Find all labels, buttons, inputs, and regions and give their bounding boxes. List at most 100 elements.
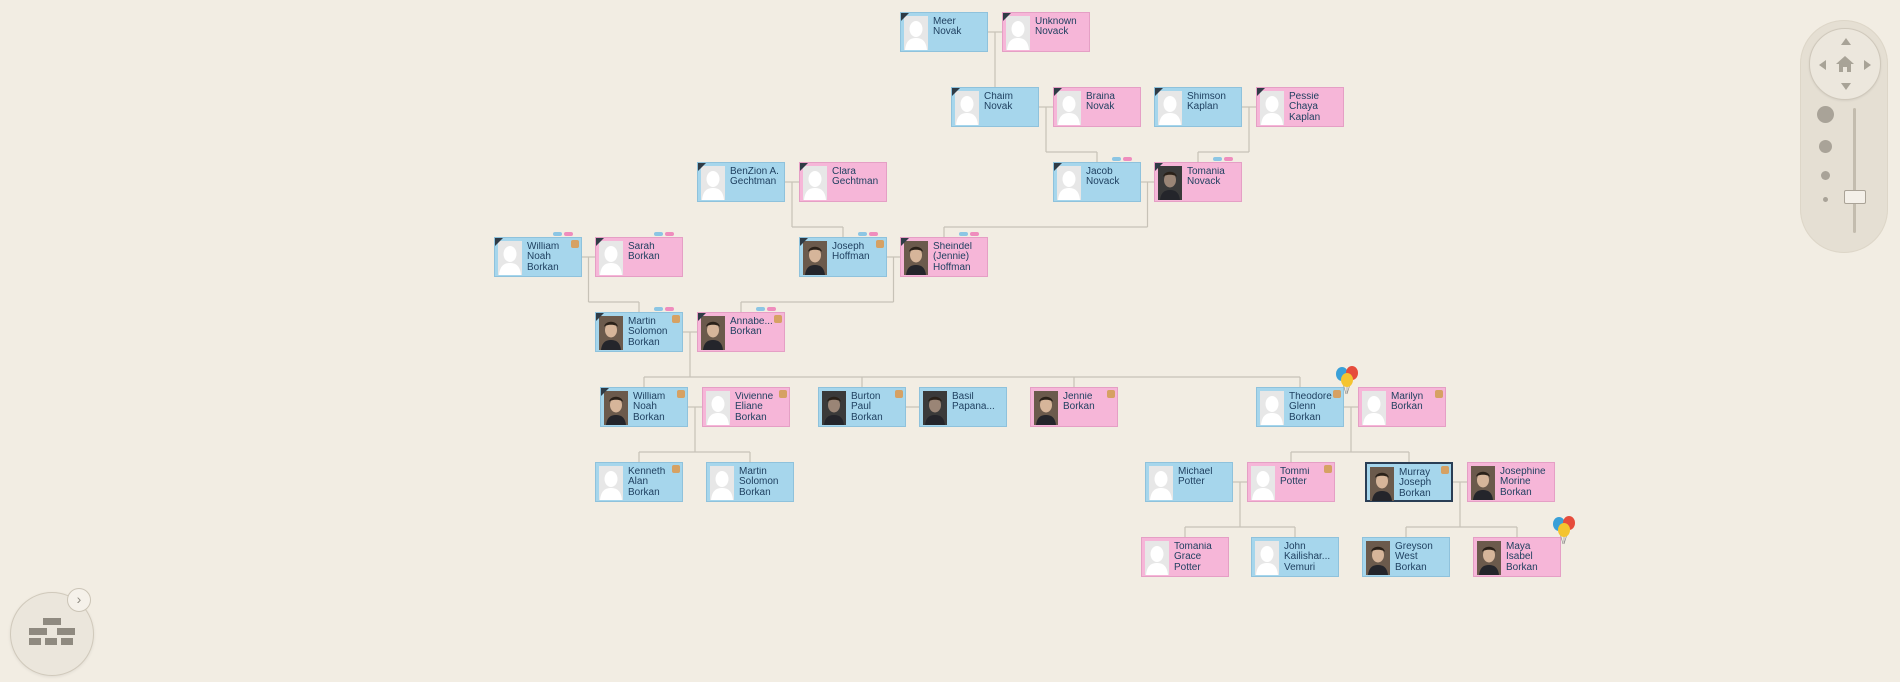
birthday-balloons-icon xyxy=(1336,366,1358,395)
person-card-p3[interactable]: Chaim Novak xyxy=(951,87,1039,127)
father-dot xyxy=(654,307,663,311)
records-badge-icon[interactable] xyxy=(895,390,903,398)
person-card-p12[interactable]: Sarah Borkan xyxy=(595,232,683,277)
parents-indicator-icon[interactable] xyxy=(654,232,676,237)
person-silhouette-icon xyxy=(1260,91,1284,125)
deceased-ribbon-icon xyxy=(1155,163,1163,171)
records-badge-icon[interactable] xyxy=(672,315,680,323)
zoom-level-medium[interactable] xyxy=(1821,171,1830,180)
person-card-p7[interactable]: BenZion A. Gechtman xyxy=(697,162,785,202)
records-badge-icon[interactable] xyxy=(571,240,579,248)
person-card-p33[interactable]: Maya Isabel Borkan xyxy=(1473,516,1575,577)
person-name: Joseph Hoffman xyxy=(832,242,870,263)
person-photo xyxy=(1370,467,1394,501)
person-name: Michael Potter xyxy=(1178,467,1213,488)
zoom-slider-track[interactable] xyxy=(1853,108,1856,233)
tree-layout-icon xyxy=(29,618,75,645)
person-card-p31[interactable]: John Kailishar... Vemuri xyxy=(1251,537,1339,577)
arrow-right-icon[interactable] xyxy=(1864,60,1871,70)
records-badge-icon[interactable] xyxy=(779,390,787,398)
person-card-p19[interactable]: Burton Paul Borkan xyxy=(818,387,906,427)
arrow-up-icon[interactable] xyxy=(1841,38,1851,45)
layout-toggle-button[interactable]: › xyxy=(67,588,91,612)
father-dot xyxy=(959,232,968,236)
person-name: Murray Joseph Borkan xyxy=(1399,468,1432,499)
person-card-p1[interactable]: Meer Novak xyxy=(900,12,988,52)
person-silhouette-icon xyxy=(904,16,928,50)
zoom-level-largest[interactable] xyxy=(1817,106,1834,123)
zoom-slider-thumb[interactable] xyxy=(1844,190,1866,204)
arrow-down-icon[interactable] xyxy=(1841,83,1851,90)
person-card-p6[interactable]: Pessie Chaya Kaplan xyxy=(1256,87,1344,127)
person-photo-frame xyxy=(1471,466,1495,500)
records-badge-icon[interactable] xyxy=(677,390,685,398)
person-card-p2[interactable]: Unknown Novack xyxy=(1002,12,1090,52)
parents-indicator-icon[interactable] xyxy=(959,232,981,237)
deceased-ribbon-icon xyxy=(495,238,503,246)
parents-indicator-icon[interactable] xyxy=(654,307,676,312)
person-silhouette-icon xyxy=(1149,466,1173,500)
person-card-p8[interactable]: Clara Gechtman xyxy=(799,162,887,202)
navigation-panel xyxy=(1800,20,1888,253)
zoom-level-large[interactable] xyxy=(1819,140,1832,153)
person-card-p17[interactable]: William Noah Borkan xyxy=(600,387,688,427)
person-card-p30[interactable]: Tomania Grace Potter xyxy=(1141,537,1229,577)
person-card-p9[interactable]: Jacob Novack xyxy=(1053,157,1141,202)
person-card-p26[interactable]: Michael Potter xyxy=(1145,462,1233,502)
records-badge-icon[interactable] xyxy=(1324,465,1332,473)
person-name: Burton Paul Borkan xyxy=(851,392,883,423)
parents-indicator-icon[interactable] xyxy=(1213,157,1235,162)
birthday-balloons xyxy=(1550,514,1578,548)
pan-control[interactable] xyxy=(1809,28,1881,100)
person-card-p24[interactable]: Kenneth Alan Borkan xyxy=(595,462,683,502)
records-badge-icon[interactable] xyxy=(1435,390,1443,398)
person-name: Martin Solomon Borkan xyxy=(739,467,779,498)
mother-dot xyxy=(869,232,878,236)
parents-indicator-icon[interactable] xyxy=(858,232,880,237)
parents-indicator-icon[interactable] xyxy=(1112,157,1134,162)
person-photo-frame xyxy=(599,241,623,275)
person-name: Annabe... Borkan xyxy=(730,317,773,338)
arrow-left-icon[interactable] xyxy=(1819,60,1826,70)
person-photo xyxy=(1366,541,1390,575)
person-name: Greyson West Borkan xyxy=(1395,542,1433,573)
person-photo-frame xyxy=(599,466,623,500)
records-badge-icon[interactable] xyxy=(1441,466,1449,474)
person-card-p21[interactable]: Jennie Borkan xyxy=(1030,387,1118,427)
person-card-p20[interactable]: Basil Papana... xyxy=(919,387,1007,427)
person-photo-frame xyxy=(701,166,725,200)
person-card-p4[interactable]: Braina Novak xyxy=(1053,87,1141,127)
person-card-p22[interactable]: Theodore Glenn Borkan xyxy=(1256,366,1358,427)
parents-indicator-icon[interactable] xyxy=(553,232,575,237)
deceased-ribbon-icon xyxy=(596,313,604,321)
person-card-p11[interactable]: William Noah Borkan xyxy=(494,232,582,277)
mother-dot xyxy=(767,307,776,311)
person-card-p16[interactable]: Annabe... Borkan xyxy=(697,307,785,352)
home-icon[interactable] xyxy=(1835,54,1855,74)
records-badge-icon[interactable] xyxy=(672,465,680,473)
records-badge-icon[interactable] xyxy=(876,240,884,248)
person-card-p25[interactable]: Martin Solomon Borkan xyxy=(706,462,794,502)
person-card-p18[interactable]: Vivienne Eliane Borkan xyxy=(702,387,790,427)
person-card-p28[interactable]: Murray Joseph Borkan xyxy=(1365,462,1453,502)
person-card-p10[interactable]: Tomania Novack xyxy=(1154,157,1242,202)
person-photo-frame xyxy=(701,316,725,350)
records-badge-icon[interactable] xyxy=(1107,390,1115,398)
person-card-p32[interactable]: Greyson West Borkan xyxy=(1362,537,1450,577)
person-card-p14[interactable]: Sheindel (Jennie) Hoffman xyxy=(900,232,988,277)
person-card-p23[interactable]: Marilyn Borkan xyxy=(1358,387,1446,427)
records-badge-icon[interactable] xyxy=(1333,390,1341,398)
tree-layout-button[interactable] xyxy=(10,592,94,676)
person-card-p15[interactable]: Martin Solomon Borkan xyxy=(595,307,683,352)
person-card-p13[interactable]: Joseph Hoffman xyxy=(799,232,887,277)
zoom-level-small[interactable] xyxy=(1823,197,1828,202)
person-card-p5[interactable]: Shimson Kaplan xyxy=(1154,87,1242,127)
person-card-p27[interactable]: Tommi Potter xyxy=(1247,462,1335,502)
records-badge-icon[interactable] xyxy=(774,315,782,323)
parents-indicator-icon[interactable] xyxy=(756,307,778,312)
person-card-p29[interactable]: Josephine Morine Borkan xyxy=(1467,462,1555,502)
person-photo xyxy=(904,241,928,275)
deceased-ribbon-icon xyxy=(1003,13,1011,21)
person-name: Meer Novak xyxy=(933,17,962,38)
